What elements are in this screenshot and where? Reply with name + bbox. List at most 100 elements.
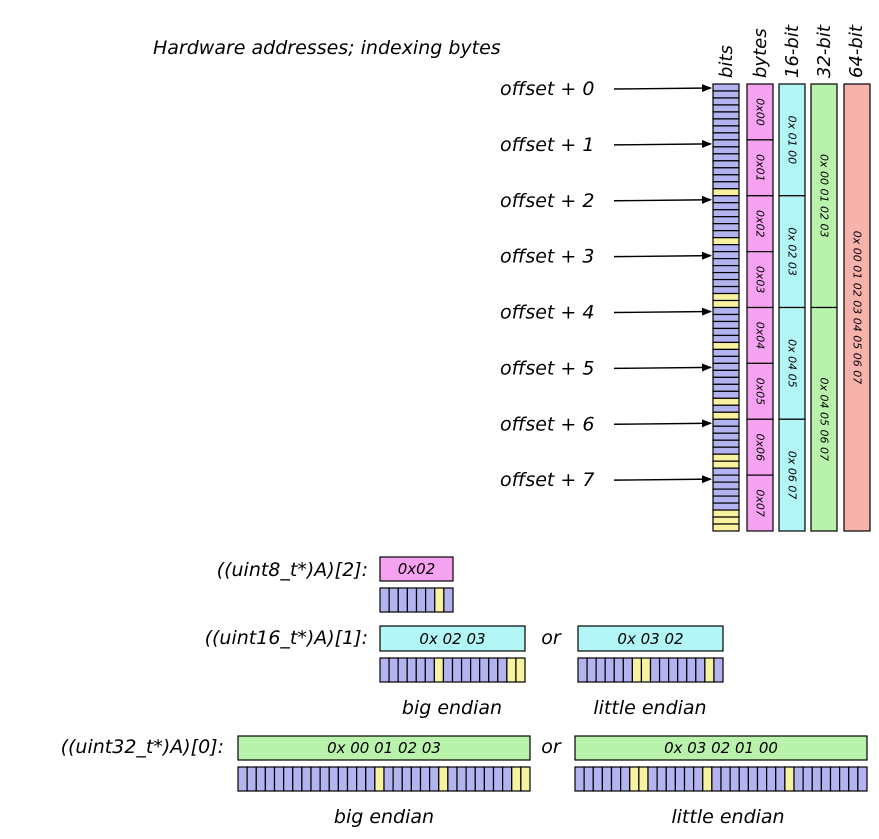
bit-cell	[424, 657, 435, 683]
bit-cell	[610, 766, 622, 792]
offset-label: offset + 1	[500, 134, 594, 156]
bit-cell	[712, 341, 740, 351]
bit-cell	[712, 502, 740, 511]
bit-cell	[346, 766, 358, 792]
bit-cell	[712, 292, 740, 302]
bit-cell	[686, 657, 697, 683]
bit-cell	[374, 766, 385, 792]
bit-cell	[712, 188, 740, 197]
offset-label: offset + 3	[500, 246, 594, 268]
uint32-little-value: 0x 03 02 01 00	[664, 739, 778, 757]
bit-cell	[592, 766, 603, 792]
bit-cell	[712, 264, 740, 274]
bit-cell	[802, 766, 813, 792]
bit-cell	[712, 404, 740, 413]
offset-arrow	[613, 251, 712, 260]
bit-cell	[712, 111, 740, 120]
header-16bit: 16-bit	[782, 24, 803, 78]
uint32-big-value-box	[237, 735, 531, 761]
offset-arrow	[613, 475, 712, 484]
word64-cell	[843, 83, 871, 532]
bit-cell	[712, 195, 740, 204]
bit-cell	[474, 766, 485, 792]
bit-cell	[712, 278, 740, 288]
bit-cell	[712, 327, 740, 337]
byte-label: 0x06	[754, 433, 767, 461]
uint8-example: ((uint8_t*)A)[2]: 0x02	[217, 556, 454, 613]
uint16-expression: ((uint16_t*)A)[1]:	[205, 627, 368, 649]
bit-cell	[613, 657, 624, 683]
bit-cell	[246, 766, 257, 792]
bit-cell	[712, 369, 740, 378]
uint16-big-bit-strip	[379, 657, 526, 683]
bit-cell	[447, 766, 458, 792]
uint32-little-caption: little endian	[671, 806, 784, 828]
bit-cell	[379, 587, 390, 613]
bit-cell	[264, 766, 276, 792]
uint8-bit-strip	[379, 587, 454, 613]
bit-cell	[319, 766, 330, 792]
byte-label: 0x00	[754, 98, 767, 126]
bit-cell	[438, 766, 449, 792]
byte-cell	[746, 474, 774, 532]
bit-cell	[515, 657, 526, 683]
offset-arrow	[613, 419, 712, 428]
header-bits: bits	[716, 45, 737, 78]
bit-cell	[713, 657, 724, 683]
bit-cell	[712, 167, 740, 176]
bit-cell	[712, 509, 740, 518]
bit-cell	[488, 657, 499, 683]
bit-cell	[712, 383, 740, 392]
bit-cell	[712, 251, 740, 260]
word32-cell	[810, 306, 838, 532]
bit-cell	[665, 766, 676, 792]
bit-cell	[638, 766, 649, 792]
uint16-or: or	[541, 627, 562, 649]
bit-cell	[451, 657, 463, 683]
bit-cell	[712, 488, 740, 497]
bit-cell	[388, 657, 399, 683]
bit-cell	[857, 766, 868, 792]
uint8-value: 0x02	[398, 560, 436, 578]
offset-arrow	[613, 307, 712, 316]
bit-cell	[738, 766, 749, 792]
byte-label: 0x03	[754, 266, 767, 294]
bit-cell	[419, 766, 431, 792]
bit-cell	[712, 306, 740, 316]
byte-cell	[746, 83, 774, 141]
uint16-big-caption: big endian	[402, 697, 502, 719]
bit-cell	[712, 362, 740, 371]
bit-cell	[712, 446, 740, 455]
bit-cell	[497, 657, 508, 683]
uint32-big-value: 0x 00 01 02 03	[327, 739, 441, 757]
bit-cell	[683, 766, 695, 792]
uint32-big-caption: big endian	[334, 806, 434, 828]
bit-cell	[712, 320, 740, 330]
bit-cell	[301, 766, 312, 792]
header-bytes: bytes	[750, 28, 771, 78]
bit-cell	[712, 230, 740, 239]
word16-cell	[778, 306, 806, 420]
uint16-little-value: 0x 03 02	[617, 630, 683, 648]
bit-cell	[775, 766, 786, 792]
bit-cell	[712, 83, 740, 92]
offset-arrow	[613, 139, 712, 148]
bit-cell	[712, 376, 740, 385]
byte-label: 0x01	[754, 154, 767, 182]
bit-cell	[712, 348, 740, 357]
word16-label: 0x 04 05	[786, 339, 799, 388]
header-32bit: 32-bit	[814, 24, 835, 78]
word16-label: 0x 06 07	[786, 451, 799, 500]
uint16-big-value: 0x 02 03	[419, 630, 485, 648]
bit-cell	[647, 766, 658, 792]
bit-cell	[712, 125, 740, 134]
bit-cell	[434, 587, 445, 613]
bit-cell	[658, 657, 670, 683]
bit-cell	[712, 271, 740, 281]
bit-cell	[712, 285, 740, 295]
uint32-little-value-box	[574, 735, 868, 761]
bit-cell	[712, 216, 740, 225]
